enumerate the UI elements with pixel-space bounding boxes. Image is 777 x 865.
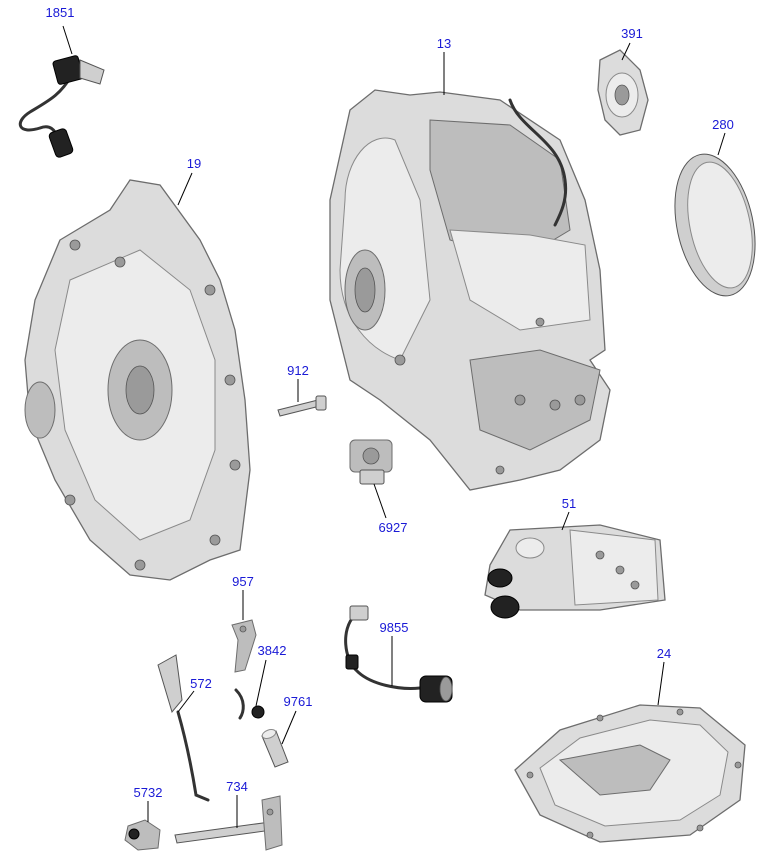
part-280-drum bbox=[674, 153, 756, 297]
callout-280: 280 bbox=[712, 117, 734, 132]
callout-391: 391 bbox=[621, 26, 643, 41]
part-24-oil-pan bbox=[514, 704, 746, 843]
leader-lines bbox=[62, 25, 726, 828]
part-912-pin bbox=[277, 395, 327, 417]
part-5732-bracket bbox=[124, 819, 161, 851]
callout-labels: 1851 13 391 280 19 912 6927 51 957 3842 … bbox=[46, 5, 734, 800]
callout-51: 51 bbox=[562, 496, 576, 511]
callout-572: 572 bbox=[190, 676, 212, 691]
callout-6927: 6927 bbox=[379, 520, 408, 535]
callout-5732: 5732 bbox=[134, 785, 163, 800]
callout-24: 24 bbox=[657, 646, 671, 661]
callout-13: 13 bbox=[437, 36, 451, 51]
part-391-cover bbox=[597, 49, 649, 136]
callout-3842: 3842 bbox=[258, 643, 287, 658]
part-957-lever bbox=[231, 619, 257, 673]
part-572-shift-rod bbox=[157, 654, 210, 802]
callout-957: 957 bbox=[232, 574, 254, 589]
part-734-manual-shaft bbox=[174, 795, 283, 851]
callout-9761: 9761 bbox=[284, 694, 313, 709]
part-3842-spring bbox=[234, 688, 265, 720]
part-19-converter-housing bbox=[24, 179, 251, 581]
callout-734: 734 bbox=[226, 779, 248, 794]
part-9761-sleeve bbox=[261, 729, 289, 768]
callout-9855: 9855 bbox=[380, 620, 409, 635]
part-1851-speed-sensor bbox=[18, 55, 105, 158]
part-9855-wiring-harness bbox=[344, 605, 453, 703]
callout-912: 912 bbox=[287, 363, 309, 378]
part-6927-solenoid bbox=[349, 439, 393, 485]
callout-19: 19 bbox=[187, 156, 201, 171]
part-51-valve-body bbox=[484, 524, 666, 619]
part-13-transmission-case bbox=[329, 89, 611, 491]
callout-1851: 1851 bbox=[46, 5, 75, 20]
